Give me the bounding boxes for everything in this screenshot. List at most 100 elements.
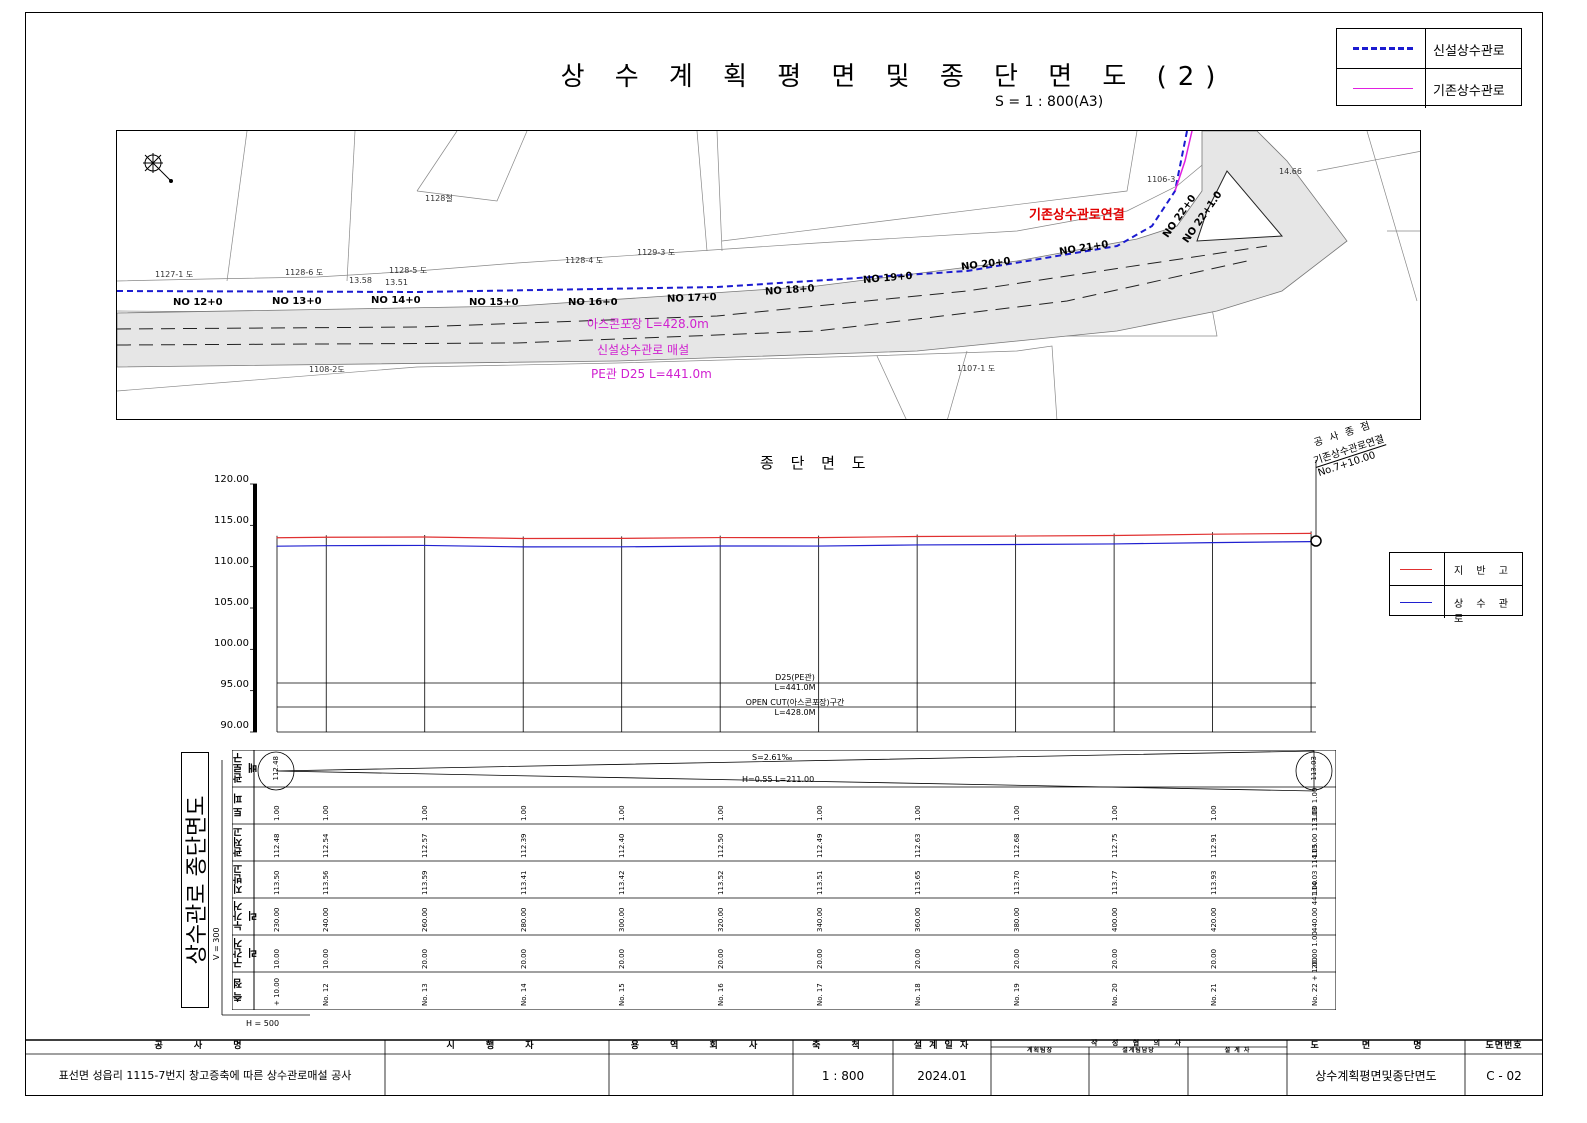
- cut-note-spec: OPEN CUT(아스콘포장)구간: [745, 698, 845, 707]
- table-cell-segment: 20.00: [1210, 948, 1218, 969]
- table-cell-cover: 1.00: [421, 805, 429, 821]
- ground-point: [325, 536, 327, 538]
- spot-elevation: 13.58: [349, 276, 372, 285]
- table-cell-ground: 113.56: [322, 870, 330, 896]
- table-cell-invert: 112.49: [816, 833, 824, 859]
- table-cell-cumulative: 400.00: [1111, 907, 1119, 933]
- station-label: NO 13+0: [272, 296, 322, 307]
- profile-side-title: 상수관로 종단면도: [181, 752, 210, 1008]
- ground-point: [1113, 534, 1115, 537]
- y-tick-label: 110.00: [214, 556, 249, 567]
- header-drawing-name: 도 면 명: [1310, 1041, 1442, 1051]
- ground-point: [522, 537, 524, 540]
- parcel-label: 1107-1 도: [957, 364, 996, 373]
- pipe-point: [1113, 543, 1115, 545]
- header-date: 설 계 일 자: [913, 1041, 971, 1051]
- ground-point: [621, 537, 623, 539]
- table-cell-ground: 113.59: [421, 870, 429, 896]
- ground-line: [276, 532, 1312, 540]
- pipe-point: [1015, 543, 1017, 546]
- header-designer: 설 계 자: [1224, 1047, 1251, 1054]
- table-cell-ground: 113.93: [1210, 870, 1218, 896]
- table-cell-cover: 1.00: [618, 805, 626, 821]
- ground-point: [818, 537, 820, 539]
- table-cell-stations: No. 18: [914, 983, 922, 1006]
- y-tick-label: 105.00: [214, 597, 249, 608]
- slope-detail: H=0.55 L=211.00: [742, 775, 815, 784]
- table-cell-cover: 1.00: [520, 805, 528, 821]
- connection-label: 기존상수관로연결: [1029, 208, 1125, 223]
- pipe-point: [325, 545, 327, 547]
- ground-point: [424, 536, 426, 538]
- table-cell-cumulative: 360.00: [914, 907, 922, 933]
- slope-start-value: 112.48: [272, 756, 280, 781]
- pipe-point: [276, 545, 278, 547]
- table-cell-stations: No. 16: [717, 983, 725, 1006]
- design-date: 2024.01: [917, 1069, 967, 1083]
- pipe-point: [818, 545, 820, 547]
- table-cell-segment: 20.00: [421, 948, 429, 969]
- drawing-scale: S = 1 : 800(A3): [995, 94, 1104, 110]
- y-tick-label: 90.00: [220, 720, 249, 731]
- ground-swatch: [1400, 569, 1432, 570]
- legend-label-new-pipe: 신설상수관로: [1433, 44, 1505, 59]
- table-cell-segment: 20.00: [618, 948, 626, 969]
- table-cell-cover: 1.00: [322, 805, 330, 821]
- pipe-point: [1211, 542, 1214, 544]
- end-node-icon: [1310, 535, 1322, 547]
- legend-item-new-pipe: 신설상수관로: [1337, 29, 1521, 68]
- table-cell-stations: + 10.00: [273, 977, 281, 1006]
- row-label-invert: 관저고: [234, 827, 245, 858]
- row-label-station: 측 점: [234, 978, 245, 1003]
- table-cell-ground: 113.65: [914, 870, 922, 896]
- pipe-point: [916, 544, 918, 546]
- plan-map: [117, 131, 1420, 419]
- cut-note: OPEN CUT(아스콘포장)구간 L=428.0M: [720, 698, 870, 718]
- table-cell-cumulative: 300.00: [618, 907, 626, 933]
- ground-point: [719, 536, 721, 539]
- pipe-spec-note: PE관 D25 L=441.0m: [591, 367, 712, 381]
- table-cell-segment: 10.00: [322, 948, 330, 969]
- table-cell-segment: 20.00: [717, 948, 725, 969]
- station-label: NO 14+0: [371, 295, 421, 306]
- table-cell-stations: No. 15: [618, 983, 626, 1006]
- table-cell-cover: 1.00: [273, 805, 281, 821]
- parcel-label: 1129-3 도: [637, 248, 676, 257]
- legend-item-old-pipe: 기존상수관로: [1337, 68, 1521, 108]
- table-cell-cumulative: 280.00: [520, 907, 528, 933]
- drawing-number: C - 02: [1486, 1069, 1522, 1083]
- ground-point: [276, 537, 278, 539]
- table-cell-cumulative: 340.00: [816, 907, 824, 933]
- pipe-point: [424, 544, 426, 547]
- parcel-label: 1128-6 도: [285, 268, 324, 277]
- table-cell-stations: No. 12: [322, 983, 330, 1006]
- table-cell-stations: No. 20: [1111, 983, 1119, 1006]
- company-name: [609, 1056, 793, 1096]
- parcel-label: 1128-4 도: [565, 256, 604, 265]
- spot-elevation: 14.66: [1279, 167, 1302, 176]
- profile-legend: 지 반 고 상 수 관 로: [1389, 552, 1523, 625]
- table-cell-cover: 1.00: [816, 805, 824, 821]
- table-cell-cumulative: 440.00 441.00: [1311, 880, 1319, 932]
- table-cell-segment: 10.00: [273, 948, 281, 969]
- table-cell-stations: No. 17: [816, 983, 824, 1006]
- table-cell-cover: 1.00: [1013, 805, 1021, 821]
- table-cell-cover: 1.00: [1210, 805, 1218, 821]
- header-drawing-no: 도면번호: [1485, 1041, 1523, 1051]
- station-label: NO 16+0: [568, 297, 618, 308]
- table-cell-cover: 1.00: [1111, 805, 1119, 821]
- slope-value: S=2.61‰: [752, 753, 793, 762]
- legend-item-ground: 지 반 고: [1390, 553, 1522, 585]
- drawing-scale-value: 1 : 800: [821, 1069, 865, 1083]
- table-cell-invert: 112.50: [717, 833, 725, 859]
- table-cell-cumulative: 230.00: [273, 907, 281, 933]
- table-cell-invert: 112.54: [322, 833, 330, 859]
- table-cell-segment: 20.00: [1013, 948, 1021, 969]
- row-label-cover: 토 피: [234, 793, 245, 818]
- drawing-name: 상수계획평면및종단면도: [1315, 1069, 1437, 1083]
- table-cell-cover: 1.00: [914, 805, 922, 821]
- ground-point: [1310, 532, 1312, 534]
- pipe-note-length: L=441.0M: [774, 683, 816, 692]
- table-cell-invert: 112.91: [1210, 833, 1218, 859]
- row-label-cumulative: 누가거리: [234, 901, 260, 932]
